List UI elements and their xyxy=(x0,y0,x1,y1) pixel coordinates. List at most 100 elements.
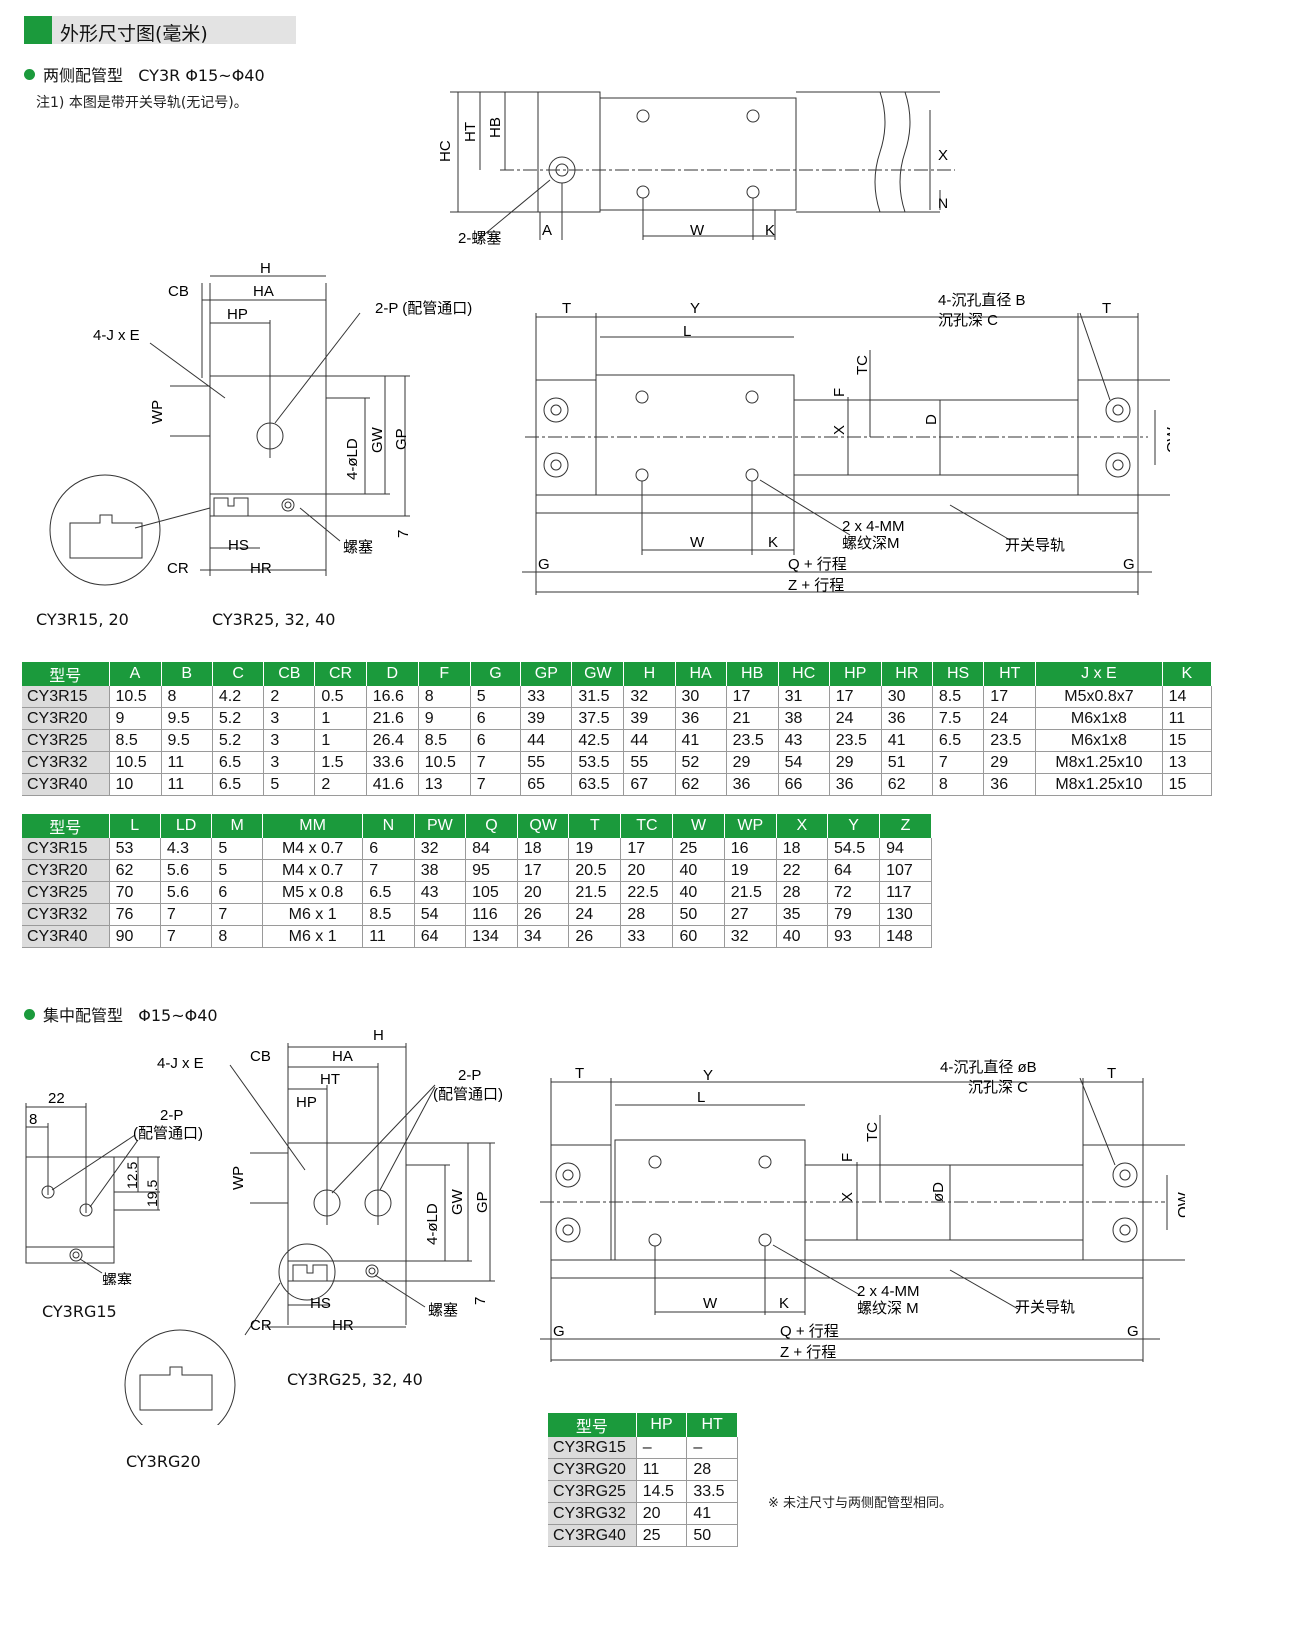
table-cell: 62 xyxy=(881,773,933,796)
model-cell: CY3R20 xyxy=(22,859,110,882)
label-t-left-2: T xyxy=(575,1065,584,1082)
label-zs-2: Z + 行程 xyxy=(780,1344,836,1361)
table-cell: 2 xyxy=(263,686,316,708)
table-cell: 43 xyxy=(414,881,467,904)
table-cell: 11 xyxy=(636,1458,688,1481)
table-cell: M8x1.25x10 xyxy=(1035,751,1163,774)
table-cell: 8.5 xyxy=(362,903,415,926)
side-view-2-drawing: H HA HT HP CB 4-J x E 2-P (配管通口) WP 4-øL… xyxy=(124,1027,503,1425)
label-cr-2: CR xyxy=(250,1317,272,1334)
column-header: WP xyxy=(724,814,777,838)
label-f: F xyxy=(831,388,848,397)
table-cell: 25 xyxy=(672,838,725,860)
table-row: CY3RG15–– xyxy=(548,1437,738,1459)
table-cell: 95 xyxy=(465,859,518,882)
table-cell: 6 xyxy=(211,881,264,904)
column-header: HS xyxy=(932,662,985,686)
section1-note: 注1) 本图是带开关导轨(无记号)。 xyxy=(36,95,248,111)
caption-cy3rg20: CY3RG20 xyxy=(126,1452,201,1471)
table-cell: 29 xyxy=(829,751,882,774)
column-header: D xyxy=(366,662,419,686)
label-ht: HT xyxy=(462,122,479,142)
table-cell: 36 xyxy=(983,773,1037,796)
column-header: A xyxy=(109,662,162,686)
model-cell: CY3R25 xyxy=(22,881,110,904)
table-cell: 20 xyxy=(636,1502,688,1525)
table-cell: 51 xyxy=(881,751,933,774)
section1-title: 两侧配管型 CY3R Φ15~Φ40 xyxy=(24,62,265,86)
table-cell: 16.6 xyxy=(366,686,419,708)
table-cell: 42.5 xyxy=(571,729,625,752)
label-k-2: K xyxy=(779,1295,789,1312)
section1-spec: CY3R Φ15~Φ40 xyxy=(138,66,265,85)
label-tc: TC xyxy=(854,355,871,375)
table-cell: 53.5 xyxy=(571,751,625,774)
top-view-drawing: HC HT HB X N A W K 2-螺塞 xyxy=(437,91,955,247)
column-header: F xyxy=(418,662,471,686)
table-cell: 13 xyxy=(1162,751,1213,774)
section2-title-text: 集中配管型 xyxy=(43,1006,124,1025)
table-cell: 8 xyxy=(932,773,985,796)
column-header: HR xyxy=(881,662,933,686)
table-cell: 1 xyxy=(314,707,367,730)
table-cell: 9.5 xyxy=(161,707,213,730)
caption-cy3r15-20: CY3R15, 20 xyxy=(36,610,129,629)
label-22: 22 xyxy=(48,1090,65,1107)
table-cell: 40 xyxy=(672,881,725,904)
column-header: Z xyxy=(879,814,932,838)
label-cb-2: CB xyxy=(250,1048,271,1065)
table-cell: 7 xyxy=(470,751,522,774)
front-view-drawing: T Y L T 4-沉孔直径 B 沉孔深 C TC F X D QW PW 2 … xyxy=(522,292,1170,595)
table-cell: 40 xyxy=(776,925,829,948)
label-t-right: T xyxy=(1102,300,1111,317)
table-cell: 32 xyxy=(623,686,676,708)
table-cell: 14.5 xyxy=(636,1480,688,1503)
table-cell: 20 xyxy=(620,859,674,882)
table-cell: M5x0.8x7 xyxy=(1035,686,1163,708)
column-header: GW xyxy=(571,662,625,686)
model-cell: CY3R15 xyxy=(22,686,110,708)
label-hs: HS xyxy=(228,537,249,554)
label-k: K xyxy=(765,222,775,239)
table-cell: 76 xyxy=(109,903,161,926)
table-cell: – xyxy=(686,1437,738,1459)
label-gw: GW xyxy=(369,426,386,453)
column-header: HP xyxy=(636,1413,688,1437)
table-cell: 9 xyxy=(109,707,162,730)
bullet-icon xyxy=(24,1009,35,1020)
column-header: K xyxy=(1162,662,1213,686)
label-g-left: G xyxy=(538,556,550,573)
table-cell: 16 xyxy=(724,838,777,860)
table-cell: 11 xyxy=(362,925,415,948)
table-cell: 63.5 xyxy=(571,773,625,796)
table-cell: 28 xyxy=(776,881,829,904)
column-header: MM xyxy=(262,814,364,838)
column-header: HT xyxy=(686,1413,738,1437)
label-tc-2: TC xyxy=(864,1122,881,1142)
table-cell: 20 xyxy=(517,881,570,904)
table-cell: 29 xyxy=(983,751,1037,774)
table-cell: 62 xyxy=(109,859,161,882)
label-w-2: W xyxy=(703,1295,718,1312)
label-x: X xyxy=(938,147,948,164)
table-cell: M5 x 0.8 xyxy=(262,881,364,904)
table-cell: 36 xyxy=(829,773,882,796)
label-x2: X xyxy=(831,425,848,435)
table-cell: 7 xyxy=(362,859,415,882)
table-cell: 6 xyxy=(362,838,415,860)
label-f-2: F xyxy=(839,1153,856,1162)
table-cell: 10 xyxy=(109,773,162,796)
label-cbore: 4-沉孔直径 B xyxy=(938,292,1026,309)
label-plug2: 2-螺塞 xyxy=(458,229,501,247)
table-cell: 65 xyxy=(520,773,573,796)
table-cell: 19 xyxy=(568,838,622,860)
column-header: CB xyxy=(263,662,316,686)
table-cell: 20.5 xyxy=(568,859,622,882)
table-cell: 8 xyxy=(418,686,471,708)
